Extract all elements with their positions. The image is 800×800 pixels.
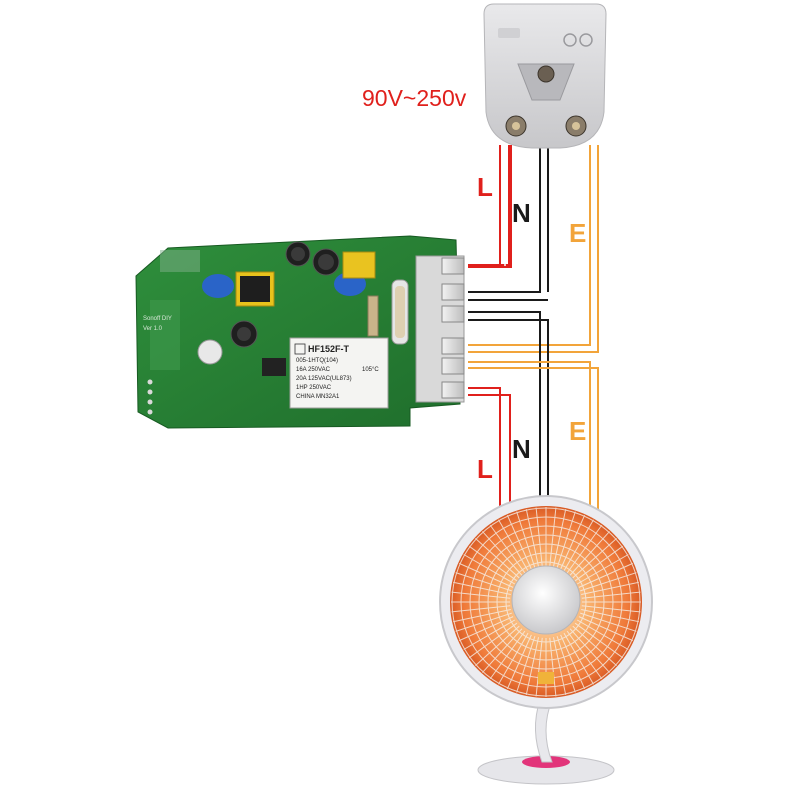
live-wire-bottom [468, 387, 511, 508]
terminal-block [415, 255, 465, 403]
certification-icon [563, 33, 577, 47]
live-label-top: L [477, 172, 493, 202]
heater-grill [451, 507, 641, 697]
earth-wire-bottom [468, 361, 599, 512]
x-capacitor [202, 274, 234, 298]
film-capacitor [342, 251, 376, 279]
terminal-screw [441, 305, 465, 323]
electrolytic-capacitor [312, 248, 340, 276]
earth-wire-top [468, 145, 599, 353]
relay-spec-5: CHINA MN32A1 [296, 394, 340, 400]
ic-chip [262, 358, 286, 376]
board-silkscreen: Sonoff DIY [143, 316, 172, 322]
electrolytic-capacitor [285, 241, 311, 267]
relay-temp: 105°C [362, 367, 379, 373]
relay-spec-4: 1HP 250VAC [296, 385, 332, 391]
electric-heater [439, 495, 653, 785]
terminal-screw [441, 337, 465, 355]
relay: HF152F-T 005-1HTQ(104) 16A 250VAC 105°C … [289, 337, 389, 409]
neutral-wire-bottom [468, 311, 549, 508]
terminal-screw [441, 257, 465, 275]
transformer [235, 271, 275, 307]
relay-model: HF152F-T [308, 344, 350, 354]
wall-socket-plug [483, 3, 607, 149]
electrolytic-capacitor [197, 339, 223, 365]
terminal-screw [441, 357, 465, 375]
supply-voltage-label: 90V~250v [362, 85, 467, 111]
switch-module-pcb: Sonoff DIY Ver 1.0 [135, 235, 461, 429]
relay-spec-3: 20A 125VAC(UL873) [296, 376, 352, 382]
relay-spec-1: 005-1HTQ(104) [296, 358, 338, 364]
heater-badge [538, 672, 554, 684]
earth-label-top: E [569, 218, 586, 248]
board-version: Ver 1.0 [143, 326, 163, 332]
socket-hole-top [537, 65, 555, 83]
terminal-screw [441, 283, 465, 301]
header-pins [147, 379, 153, 415]
neutral-label-bottom: N [512, 434, 531, 464]
terminal-screw [441, 381, 465, 399]
wires [468, 145, 599, 512]
live-label-bottom: L [477, 454, 493, 484]
electrolytic-capacitor [230, 320, 258, 348]
earth-label-bottom: E [569, 416, 586, 446]
relay-spec-2: 16A 250VAC [296, 367, 331, 373]
certification-icon [579, 33, 593, 47]
heater-hub [511, 565, 581, 635]
neutral-wire-top [468, 145, 549, 301]
resistor [367, 295, 379, 337]
live-wire-top [468, 145, 512, 268]
heater-stand [534, 699, 553, 763]
plug-logo-mark [498, 28, 520, 38]
neutral-label-top: N [512, 198, 531, 228]
